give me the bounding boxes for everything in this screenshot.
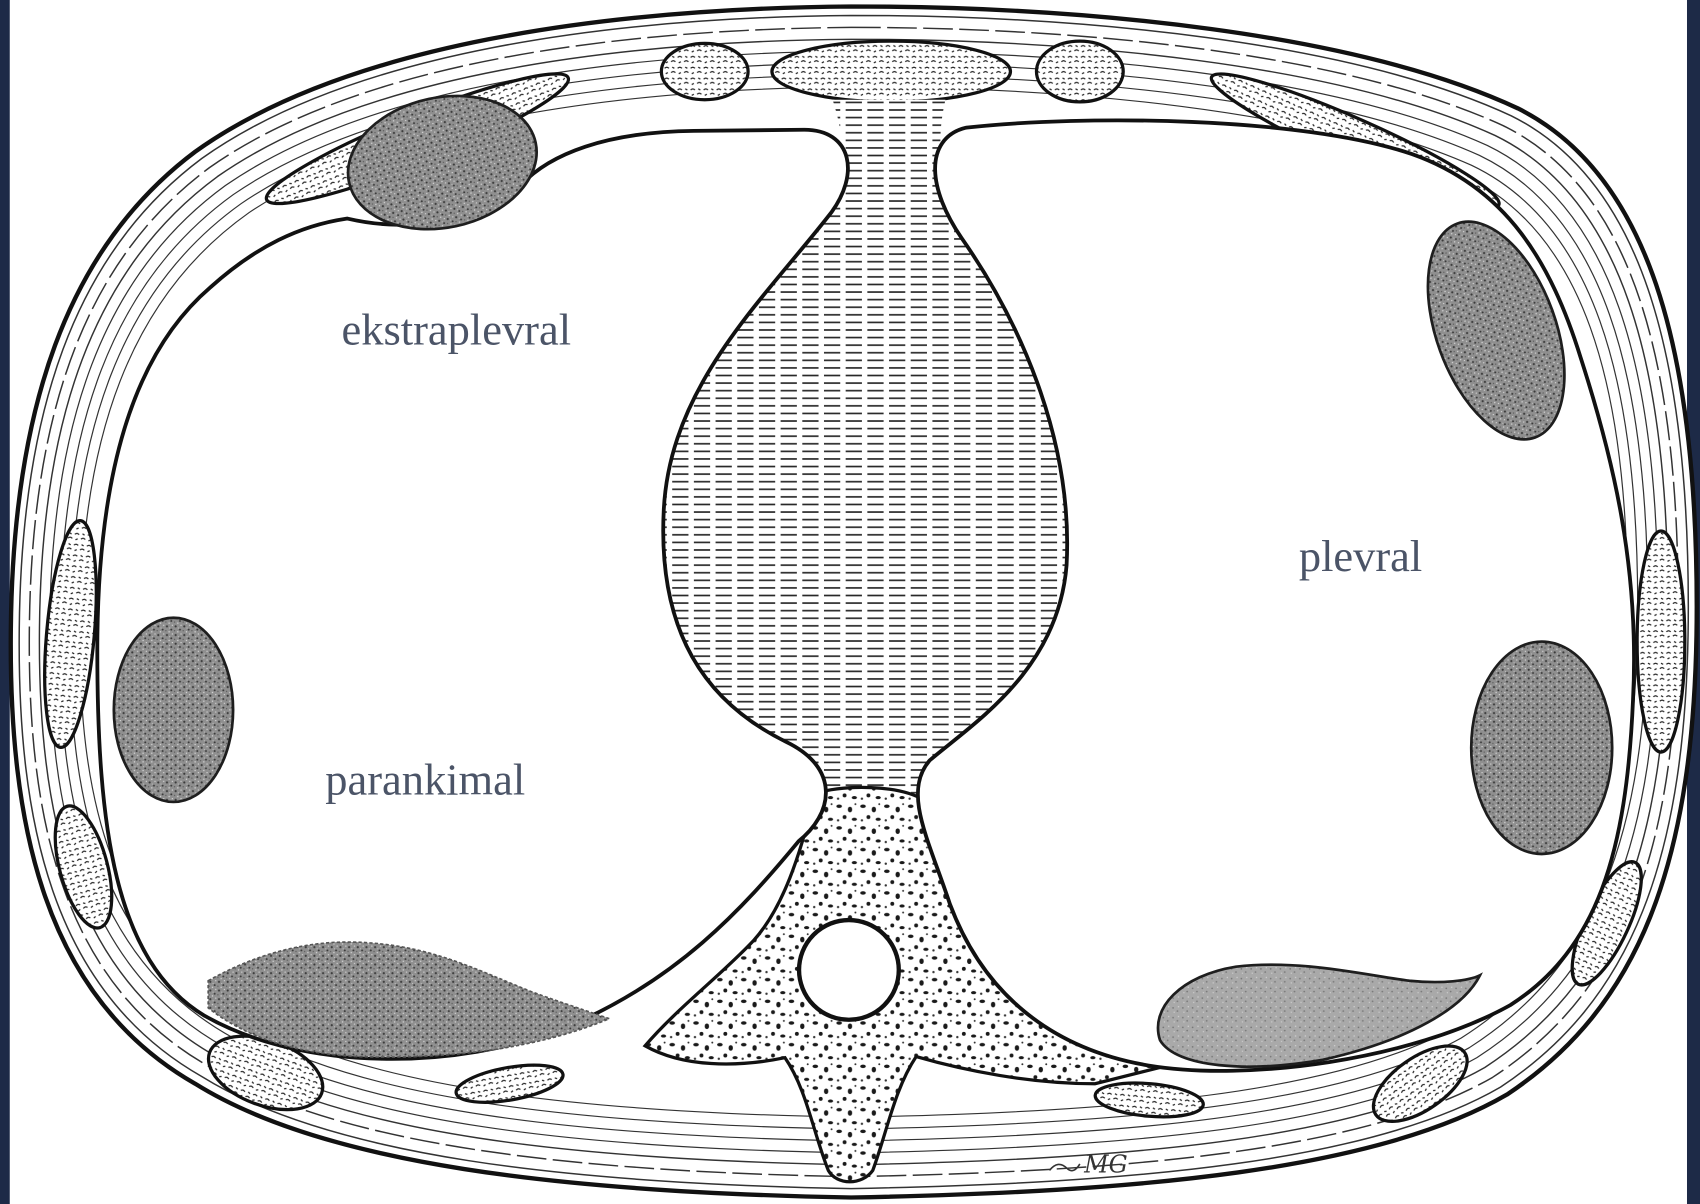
rib-oval xyxy=(1637,531,1685,752)
left-wall-lesion xyxy=(114,618,233,802)
signature-text: MG xyxy=(1083,1151,1127,1179)
sternum-oval xyxy=(772,41,1011,102)
right-mid-pleural-lesion xyxy=(1471,642,1612,854)
label-pleural: plevral xyxy=(1299,531,1422,581)
rib-oval xyxy=(1036,41,1123,102)
label-extrapleural: ekstraplevral xyxy=(342,305,572,355)
rib-oval xyxy=(661,43,748,99)
label-parenchymal: parankimal xyxy=(325,754,525,804)
spinal-canal xyxy=(799,920,899,1020)
